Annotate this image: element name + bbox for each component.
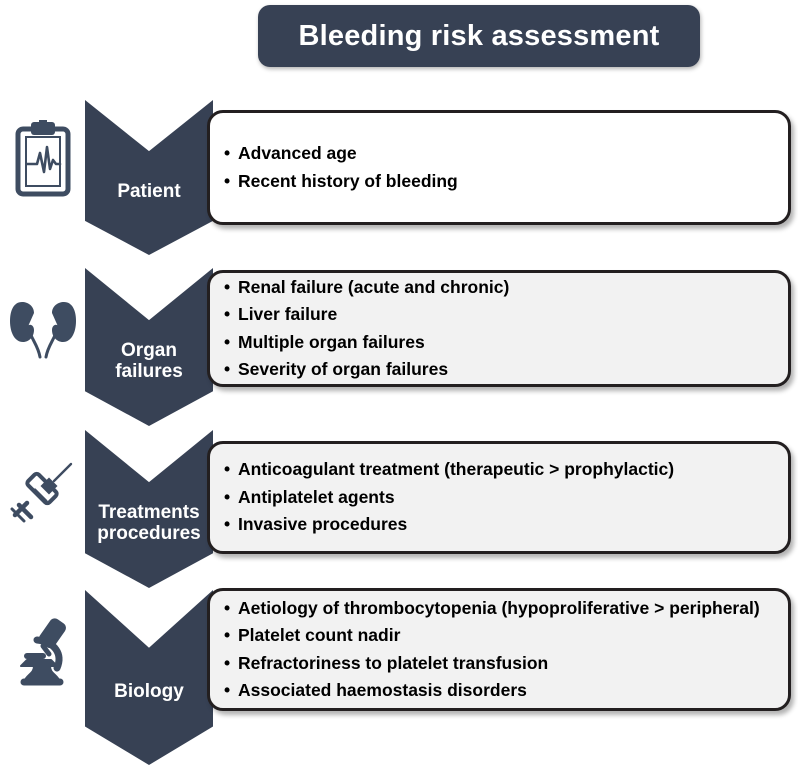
bullet-icon: •: [224, 486, 231, 507]
list-item-text: Multiple organ failures: [238, 331, 425, 352]
chevron-label-patient: Patient: [117, 180, 181, 202]
list-item: • Anticoagulant treatment (therapeutic >…: [224, 456, 788, 484]
bullet-icon: •: [224, 276, 231, 297]
list-item: • Multiple organ failures: [224, 329, 788, 357]
content-box-patient: • Advanced age • Recent history of bleed…: [207, 110, 791, 225]
list-item-text: Invasive procedures: [238, 514, 408, 535]
content-box-biology: • Aetiology of thrombocytopenia (hypopro…: [207, 588, 791, 711]
list-item-text: Associated haemostasis disorders: [238, 680, 527, 700]
bullet-icon: •: [224, 143, 231, 163]
list-item: • Recent history of bleeding: [224, 168, 788, 196]
list-item: • Antiplatelet agents: [224, 484, 788, 512]
list-item-text: Aetiology of thrombocytopenia (hypoproli…: [238, 597, 760, 618]
chevron-label-line2: failures: [115, 361, 183, 382]
bullet-icon: •: [224, 652, 231, 673]
page-title: Bleeding risk assessment: [298, 19, 660, 52]
list-item-text: Renal failure (acute and chronic): [238, 276, 510, 297]
bullet-icon: •: [224, 514, 231, 535]
kidneys-icon: [9, 302, 76, 359]
list-item-text: Platelet count nadir: [238, 625, 401, 645]
content-box-organ-failures: • Renal failure (acute and chronic) • Li…: [207, 270, 791, 387]
chevron-biology: Biology: [85, 590, 213, 765]
list-item-text: Recent history of bleeding: [238, 170, 458, 191]
list-item-text: Severity of organ failures: [238, 359, 449, 379]
chevron-label-line1: Treatments: [98, 501, 200, 523]
diagram-title-banner: Bleeding risk assessment: [258, 5, 700, 67]
list-item-text: Refractoriness to platelet transfusion: [238, 652, 549, 673]
list-item: • Liver failure: [224, 301, 788, 329]
chevron-label-line1: Organ: [121, 339, 177, 361]
bullet-icon: •: [224, 304, 231, 324]
bullet-icon: •: [224, 170, 231, 191]
kidneys-icon-cell: [0, 290, 85, 370]
microscope-icon: [19, 618, 66, 686]
chevron-label-biology: Biology: [114, 680, 184, 702]
list-item: • Refractoriness to platelet transfusion: [224, 650, 788, 678]
chevron-patient: Patient: [85, 100, 213, 255]
list-item-text: Advanced age: [238, 143, 357, 163]
chevron-label-line2: procedures: [97, 523, 201, 544]
clipboard-ecg-icon: [15, 120, 70, 197]
list-item-text: Liver failure: [238, 304, 338, 324]
bullet-icon: •: [224, 359, 231, 379]
list-item: • Advanced age: [224, 140, 788, 168]
list-item-text: Anticoagulant treatment (therapeutic > p…: [238, 459, 675, 480]
list-item: • Associated haemostasis disorders: [224, 677, 788, 705]
bullet-icon: •: [224, 597, 231, 618]
list-item: • Severity of organ failures: [224, 356, 788, 384]
content-box-treatments-procedures: • Anticoagulant treatment (therapeutic >…: [207, 441, 791, 554]
bullet-icon: •: [224, 680, 231, 700]
list-item: • Platelet count nadir: [224, 622, 788, 650]
bullet-icon: •: [224, 331, 231, 352]
bullet-icon: •: [224, 625, 231, 645]
list-item-text: Antiplatelet agents: [238, 486, 395, 507]
clipboard-ecg-icon-cell: [0, 118, 85, 200]
microscope-icon-cell: [0, 612, 85, 692]
syringe-icon: [10, 462, 72, 523]
syringe-icon-cell: [0, 455, 85, 535]
list-item: • Aetiology of thrombocytopenia (hypopro…: [224, 595, 788, 623]
bullet-icon: •: [224, 459, 231, 480]
list-item: • Invasive procedures: [224, 511, 788, 539]
list-item: • Renal failure (acute and chronic): [224, 274, 788, 302]
